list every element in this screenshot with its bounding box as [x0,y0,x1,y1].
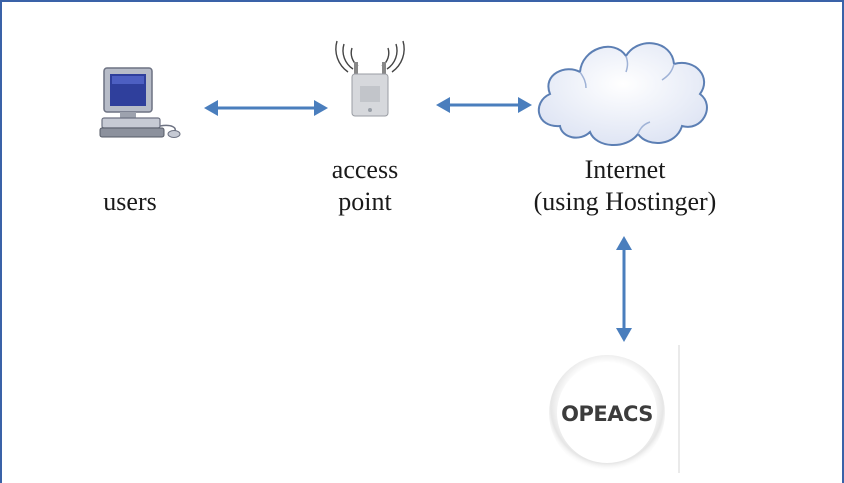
access-point-label: access point [300,154,430,218]
access-point-label-line2: point [338,187,392,216]
computer-icon [99,67,181,138]
access-point-label-line1: access [331,155,399,184]
internet-label: Internet (using Hostinger) [470,154,780,218]
arrow-users-access-point [204,100,328,116]
opeacs-logo-text: OPEACS [561,402,653,426]
cloud-icon [537,42,708,147]
internet-label-line1: Internet [584,155,666,184]
users-label: users [70,186,190,218]
users-label-text: users [103,187,157,216]
access-point-icon [335,40,405,117]
arrow-access-point-internet [436,97,532,113]
arrow-internet-server [616,236,632,342]
opeacs-logo: OPEACS [549,345,680,473]
internet-label-line2: (using Hostinger) [533,187,717,216]
